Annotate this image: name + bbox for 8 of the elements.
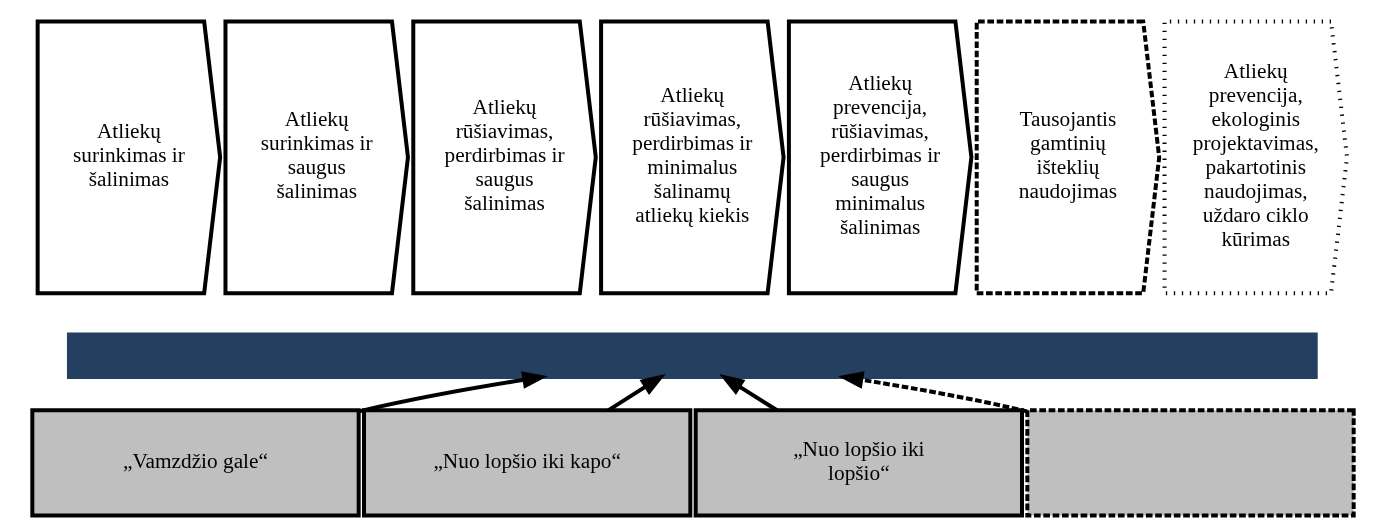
node-box: [1024, 408, 1356, 518]
arrow: [718, 373, 778, 412]
node-box: „Nuo lopšio iki lopšio“: [693, 408, 1024, 518]
node-box: „Vamzdžio gale“: [29, 408, 361, 518]
node-box: „Nuo lopšio iki kapo“: [361, 408, 692, 518]
arrow: [357, 371, 548, 414]
arrow: [606, 373, 666, 412]
node-bar: [66, 332, 1318, 380]
